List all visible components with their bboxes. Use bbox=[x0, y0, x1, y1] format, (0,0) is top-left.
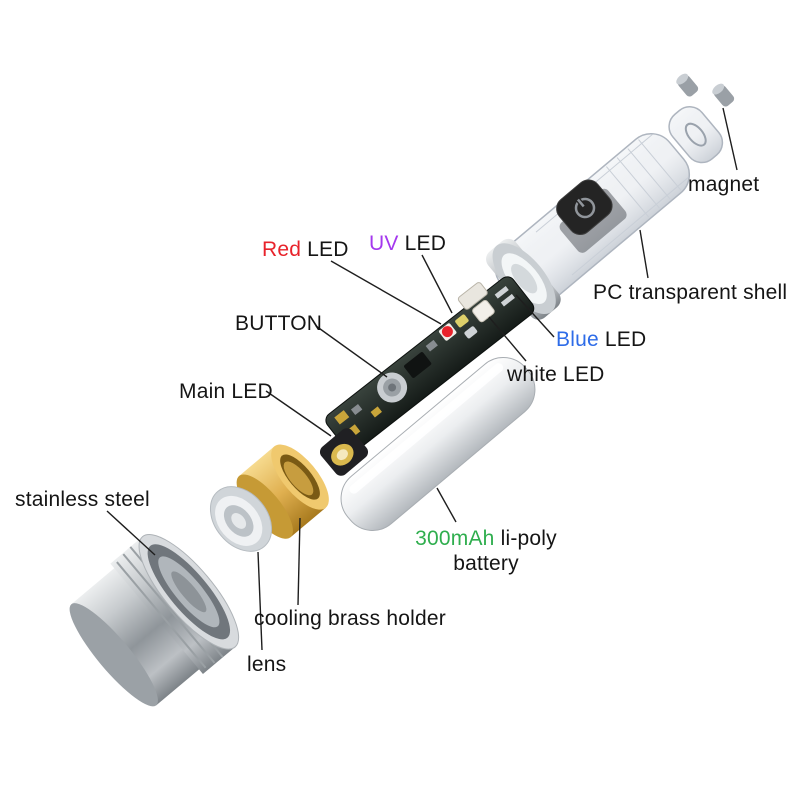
lens-graphic bbox=[209, 486, 273, 552]
stainless-steel-head-graphic bbox=[69, 534, 240, 707]
label-button: BUTTON bbox=[235, 312, 323, 335]
brass-holder-graphic bbox=[236, 444, 329, 539]
label-uv-led: UV LED bbox=[369, 231, 446, 256]
magnets-graphic bbox=[676, 73, 735, 107]
battery-graphic bbox=[340, 357, 536, 531]
label-battery-colored: 300mAh bbox=[415, 527, 495, 550]
label-red-led-colored: Red bbox=[262, 238, 302, 261]
label-pc-transparent-shell: PC transparent shell bbox=[593, 281, 788, 304]
uv-led-graphic bbox=[455, 314, 469, 328]
label-blue-led: Blue LED bbox=[556, 327, 646, 352]
label-battery-line2: battery bbox=[453, 552, 519, 575]
label-stainless-steel: stainless steel bbox=[15, 488, 150, 511]
label-magnet: magnet bbox=[688, 173, 760, 196]
white-led-graphic bbox=[472, 299, 495, 323]
label-battery-rest: li-poly bbox=[494, 527, 557, 550]
label-red-led-rest: LED bbox=[301, 238, 349, 261]
label-red-led: Red LED bbox=[262, 237, 349, 262]
pcb-button-graphic bbox=[377, 372, 408, 403]
label-lens: lens bbox=[247, 653, 287, 676]
label-battery: 300mAh li-poly battery bbox=[400, 526, 572, 576]
label-blue-led-colored: Blue bbox=[556, 328, 599, 351]
label-main-led: Main LED bbox=[179, 380, 273, 403]
tail-cap-graphic bbox=[668, 106, 724, 164]
red-led-graphic bbox=[439, 323, 457, 341]
label-uv-led-colored: UV bbox=[369, 232, 399, 255]
label-brass-holder: cooling brass holder bbox=[254, 607, 446, 630]
main-led-graphic bbox=[319, 428, 369, 476]
label-blue-led-rest: LED bbox=[598, 328, 647, 351]
pcb-graphic bbox=[325, 276, 535, 453]
label-uv-led-rest: LED bbox=[398, 232, 447, 255]
power-button-graphic bbox=[556, 179, 613, 235]
label-battery-line1: 300mAh li-poly bbox=[400, 526, 572, 551]
pc-transparent-shell-graphic bbox=[486, 106, 724, 320]
label-white-led: white LED bbox=[507, 363, 605, 386]
leader-lines bbox=[106, 107, 738, 651]
